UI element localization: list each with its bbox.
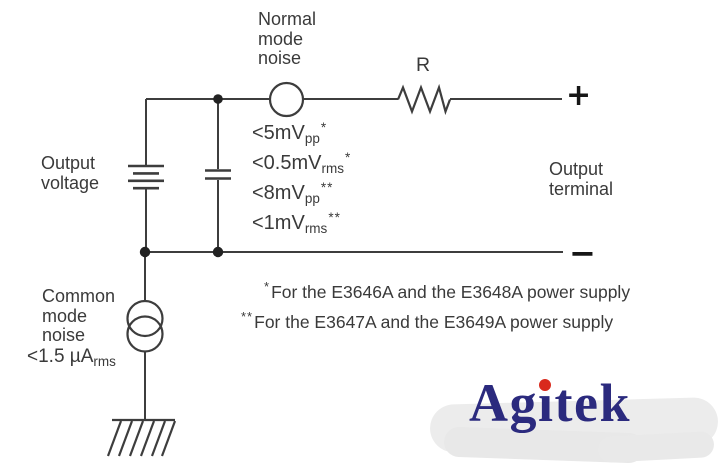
logo-text-after-i: tek (554, 373, 631, 433)
spec-subscript: rms (304, 221, 328, 236)
spec-value: <1.5 µA (27, 346, 94, 367)
capacitor-symbol (205, 169, 231, 180)
junction-dot (212, 246, 224, 258)
footnote-2: **For the E3647A and the E3649A power su… (241, 309, 613, 333)
junction-dot (213, 94, 223, 104)
spec-value: <0.5mV (252, 152, 322, 174)
footnote-1: *For the E3646A and the E3648A power sup… (264, 279, 630, 303)
footnote-marker: * (264, 279, 271, 294)
normal-mode-noise-label: Normal mode noise (258, 9, 317, 68)
spec-subscript: pp (304, 131, 320, 146)
minus-terminal-label: − (569, 234, 596, 272)
noise-spec-list: <5mVpp* <0.5mVrms* <8mVpp** <1mVrms** (252, 120, 352, 242)
common-mode-noise-value: <1.5 µArms (27, 346, 116, 369)
noise-spec-line: <0.5mVrms* (252, 150, 352, 182)
noise-spec-line: <1mVrms** (252, 210, 351, 242)
output-voltage-label: Output voltage (41, 153, 100, 193)
spec-value: <1mV (252, 212, 305, 234)
battery-symbol (128, 164, 164, 190)
plus-terminal-label: + (566, 78, 592, 113)
resistor-label: R (416, 54, 431, 76)
footnote-text: For the E3647A and the E3649A power supp… (254, 312, 614, 332)
logo-i-red-dot (539, 379, 551, 391)
spec-subscript: rms (321, 161, 344, 176)
output-terminal-label: Output terminal (549, 159, 614, 199)
noise-spec-line: <8mVpp** (252, 180, 351, 212)
spec-footnote-marker: * (320, 120, 328, 135)
spec-value: <5mV (252, 122, 305, 144)
junction-dots (139, 94, 224, 258)
spec-footnote-marker: * (344, 150, 352, 165)
spec-footnote-marker: ** (320, 180, 334, 195)
common-mode-noise-source-circles (126, 299, 164, 353)
normal-mode-noise-source-circle (268, 81, 305, 118)
footnote-text: For the E3646A and the E3648A power supp… (271, 282, 631, 302)
spec-subscript: pp (304, 191, 320, 206)
footnote-marker: ** (241, 309, 254, 324)
noise-spec-line: <5mVpp* (252, 120, 351, 152)
spec-footnote-marker: ** (328, 210, 341, 225)
logo-letter-i: ı (538, 376, 555, 430)
spec-value: <8mV (252, 182, 305, 204)
junction-dot (139, 246, 151, 258)
ground-symbol (106, 418, 177, 457)
logo-text-before-i: Ag (469, 373, 538, 433)
resistor-symbol (396, 83, 452, 116)
common-mode-noise-label: Common mode noise (42, 286, 116, 345)
spec-subscript: rms (93, 354, 116, 369)
